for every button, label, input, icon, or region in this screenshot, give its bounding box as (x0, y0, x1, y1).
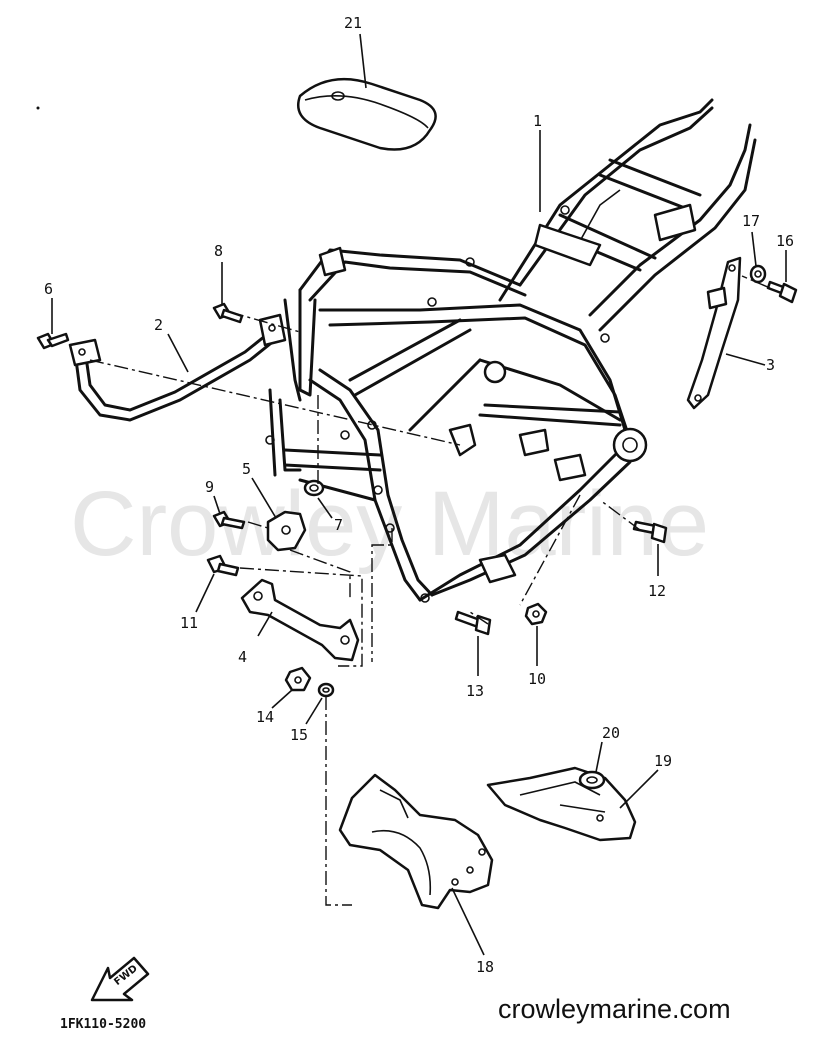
leader-11 (195, 573, 215, 613)
callout-2: 2 (154, 316, 163, 334)
callout-13: 13 (466, 682, 484, 700)
part-9-bolt[interactable] (212, 510, 246, 530)
diagram-code: 1FK110-5200 (60, 1017, 146, 1032)
part-6-bolt[interactable] (36, 332, 70, 350)
callout-9: 9 (205, 478, 214, 496)
leader-4 (257, 611, 273, 637)
callout-18: 18 (476, 958, 494, 976)
callout-11: 11 (180, 614, 198, 632)
part-4-engine-mount[interactable] (240, 578, 360, 662)
callout-17: 17 (742, 212, 760, 230)
part-1-main-frame[interactable] (265, 98, 757, 603)
callout-5: 5 (242, 460, 251, 478)
part-15-washer[interactable] (317, 682, 335, 698)
callout-20: 20 (602, 724, 620, 742)
part-3-rear-bracket[interactable] (686, 256, 742, 410)
part-16-bolt[interactable] (766, 280, 798, 304)
part-5-mount-plate[interactable] (266, 510, 307, 552)
part-10-nut[interactable] (524, 602, 548, 626)
part-7-nut[interactable] (303, 479, 325, 497)
part-20-grommet[interactable] (578, 770, 606, 790)
assembly-lines (89, 275, 771, 906)
part-18-lower-guard[interactable] (338, 773, 494, 910)
callout-labels: 1 2 3 4 5 6 7 8 9 10 11 12 13 14 15 16 1… (44, 14, 794, 976)
leader-15 (305, 697, 323, 725)
leader-14 (271, 689, 293, 709)
leader-20 (595, 741, 603, 773)
callout-6: 6 (44, 280, 53, 298)
part-14-nut[interactable] (284, 666, 312, 692)
leader-21 (359, 33, 367, 89)
stray-dot (36, 106, 40, 110)
leader-2 (167, 333, 189, 373)
part-2-front-bar[interactable] (68, 313, 287, 422)
site-url[interactable]: crowleymarine.com (498, 994, 731, 1024)
leader-19 (619, 769, 659, 809)
leader-3 (725, 353, 766, 366)
callout-1: 1 (533, 112, 542, 130)
part-8-bolt[interactable] (212, 302, 244, 324)
fwd-arrow-icon: FWD (90, 956, 150, 1002)
callout-14: 14 (256, 708, 274, 726)
part-21-seat-pad[interactable] (297, 77, 437, 151)
callout-3: 3 (766, 356, 775, 374)
part-19-lower-cover[interactable] (486, 766, 637, 842)
leader-17 (751, 231, 757, 267)
leader-18 (451, 887, 485, 956)
callout-12: 12 (648, 582, 666, 600)
leader-5 (251, 477, 277, 519)
callout-4: 4 (238, 648, 247, 666)
callout-7: 7 (334, 516, 343, 534)
callout-10: 10 (528, 670, 546, 688)
callout-19: 19 (654, 752, 672, 770)
leader-7 (317, 497, 333, 519)
callout-8: 8 (214, 242, 223, 260)
part-17-washer[interactable] (749, 264, 767, 284)
leader-9 (213, 495, 221, 515)
callout-16: 16 (776, 232, 794, 250)
callout-15: 15 (290, 726, 308, 744)
part-11-bolt[interactable] (206, 554, 240, 577)
part-13-bolt[interactable] (454, 610, 492, 636)
callout-21: 21 (344, 14, 362, 32)
